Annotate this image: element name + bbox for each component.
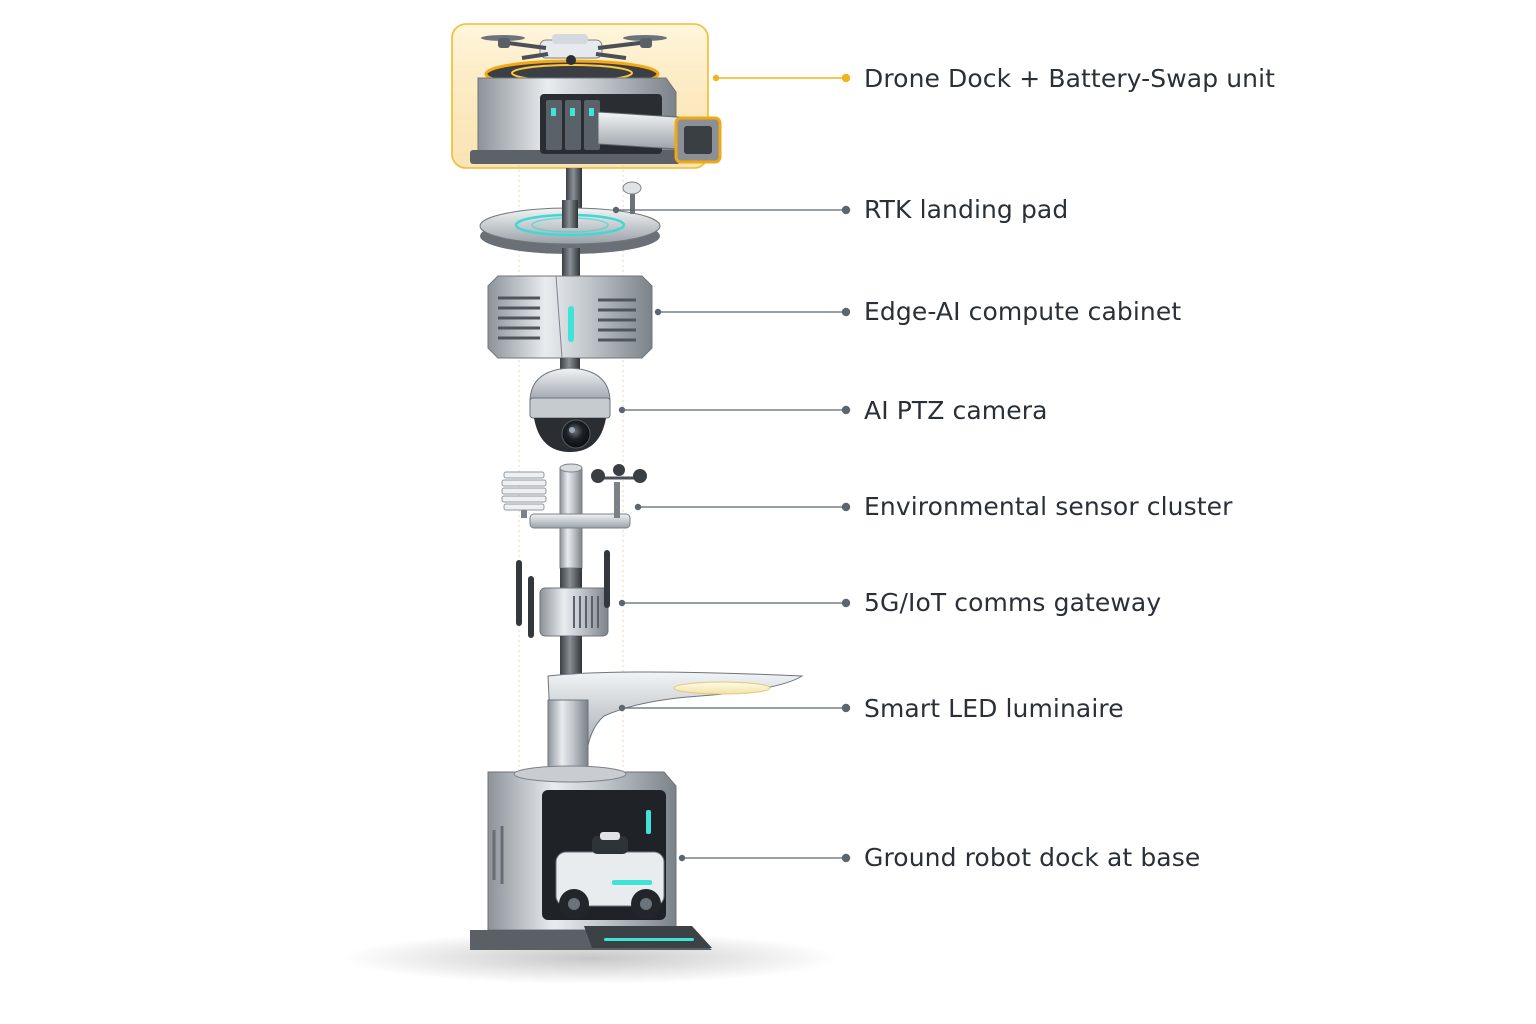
leader-dot-rtk-pad-end (841, 205, 851, 215)
ground-robot-icon (555, 832, 665, 919)
label-rtk-landing-pad: RTK landing pad (864, 195, 1069, 224)
antenna-icon (516, 550, 610, 638)
label-comms-gateway: 5G/IoT comms gateway (864, 588, 1162, 617)
leader-dot-comms-gateway-end (841, 598, 851, 608)
anemometer-icon (591, 464, 647, 518)
leader-dot-ptz-camera-end (841, 405, 851, 415)
edge-ai-cabinet (487, 275, 653, 359)
drone-dock-assembly (451, 23, 722, 169)
led-luminaire (547, 671, 804, 773)
leader-dot-comms-gateway-start (618, 599, 626, 607)
label-env-sensor-cluster: Environmental sensor cluster (864, 492, 1233, 521)
ground-shadow (340, 932, 840, 984)
leader-dot-led-luminaire-start (618, 704, 626, 712)
env-sensor-cluster (501, 463, 647, 569)
led-lamp-panel (673, 681, 771, 695)
leader-dot-edge-ai-start (654, 308, 662, 316)
leader-dot-edge-ai-end (841, 307, 851, 317)
rtk-landing-pad (479, 181, 661, 254)
leader-dot-robot-dock-start (678, 854, 686, 862)
label-led-luminaire: Smart LED luminaire (864, 694, 1124, 723)
leader-dot-drone-dock-start (712, 74, 720, 82)
label-ptz-camera: AI PTZ camera (864, 396, 1048, 425)
radiation-shield-icon (501, 471, 547, 518)
leader-lines (612, 73, 851, 863)
leader-dot-env-sensors-end (841, 502, 851, 512)
leader-dot-led-luminaire-end (841, 703, 851, 713)
label-edge-ai-cabinet: Edge-AI compute cabinet (864, 297, 1182, 326)
dock-status-led (646, 810, 651, 834)
robot-dock-base (470, 765, 712, 950)
label-robot-dock: Ground robot dock at base (864, 843, 1201, 872)
drone-icon (481, 34, 667, 65)
ptz-camera (529, 367, 611, 452)
label-drone-dock: Drone Dock + Battery-Swap unit (864, 64, 1276, 93)
comms-gateway (516, 550, 610, 638)
leader-dot-robot-dock-end (841, 853, 851, 863)
dock-ramp-led (604, 938, 694, 941)
leader-dot-env-sensors-start (634, 503, 642, 511)
leader-dot-rtk-pad-start (612, 206, 620, 214)
leader-dot-drone-dock-end (841, 73, 851, 83)
leader-dot-ptz-camera-start (618, 406, 626, 414)
cabinet-status-led (568, 306, 574, 342)
camera-lens (561, 419, 591, 449)
